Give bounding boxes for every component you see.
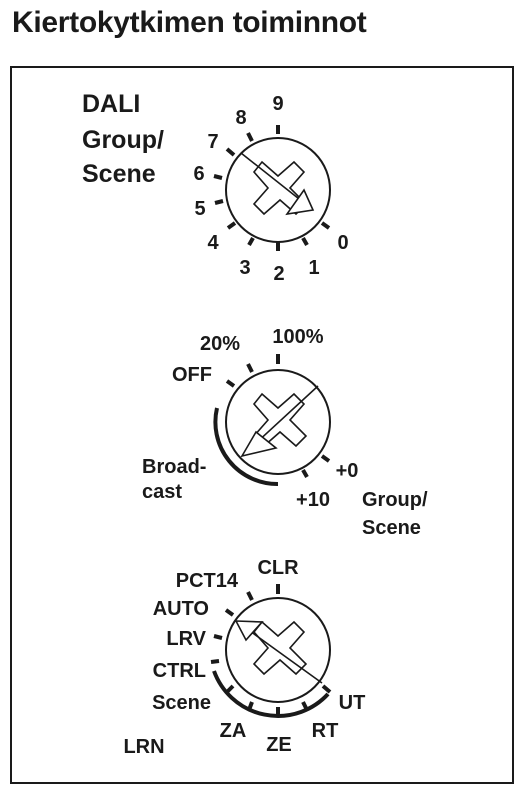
switch3-pointer bbox=[234, 620, 323, 684]
switch3-ticks bbox=[210, 584, 332, 716]
switch1-heading-line3: Scene bbox=[82, 160, 156, 188]
switch1-pointer bbox=[240, 152, 315, 216]
switch3-label-pct14: PCT14 bbox=[176, 570, 239, 592]
switch1-tick-7 bbox=[225, 147, 236, 157]
switch3-label-ut: UT bbox=[339, 692, 366, 714]
switch1-label-1: 1 bbox=[308, 257, 319, 279]
switch2-pointer bbox=[240, 385, 319, 458]
switch2-label-group-line2: Scene bbox=[362, 517, 421, 539]
switch1-label-8: 8 bbox=[235, 107, 246, 129]
switch1-label-7: 7 bbox=[207, 131, 218, 153]
switch1-tick-1 bbox=[301, 237, 309, 246]
switch2-label-20: 20% bbox=[200, 333, 240, 355]
switch1-tick-6 bbox=[213, 174, 223, 180]
switch3-label-lrv: LRV bbox=[166, 628, 206, 650]
switch1-heading-line2: Group/ bbox=[82, 126, 164, 154]
switch3-tick-pct14 bbox=[246, 591, 254, 601]
switch1-tick-8 bbox=[246, 132, 254, 142]
switch3-tick-rt bbox=[301, 701, 309, 711]
switch1-tick-4 bbox=[226, 221, 237, 230]
switch3-label-auto: AUTO bbox=[153, 598, 209, 620]
switch1-tick-3 bbox=[247, 237, 255, 246]
switch1-label-6: 6 bbox=[193, 163, 204, 185]
switch2-label-broadcast-line1: Broad- bbox=[142, 456, 206, 478]
switch1-label-4: 4 bbox=[207, 232, 219, 254]
page-title: Kiertokytkimen toiminnot bbox=[12, 6, 367, 39]
switch2-tick-off bbox=[225, 379, 236, 388]
switch3-label-clr: CLR bbox=[257, 557, 299, 579]
switch3-label-scene: Scene bbox=[152, 692, 211, 714]
switch1-label-3: 3 bbox=[239, 257, 250, 279]
switch3-tick-za bbox=[247, 701, 254, 711]
switch-diagram-panel bbox=[10, 66, 514, 784]
switch2-label-plus10: +10 bbox=[296, 489, 330, 511]
switch2-label-100: 100% bbox=[272, 326, 323, 348]
switch3-tick-auto bbox=[224, 608, 235, 617]
switch3-lrn-arc bbox=[212, 670, 330, 718]
switch3-label-za: ZA bbox=[220, 720, 247, 742]
function-switch: CLR PCT14 AUTO LRV CTRL Scene LRN ZA ZE … bbox=[123, 557, 365, 758]
switch2-tick-20 bbox=[246, 363, 254, 373]
switch2-label-plus0: +0 bbox=[336, 460, 359, 482]
switch1-ticks bbox=[213, 125, 331, 251]
switch2-label-group-line1: Group/ bbox=[362, 489, 428, 511]
switch3-tick-scene bbox=[225, 684, 235, 694]
switch1-tick-0 bbox=[320, 221, 331, 230]
switch3-label-ze: ZE bbox=[266, 734, 292, 756]
switch2-label-broadcast-line2: cast bbox=[142, 481, 182, 503]
dali-group-scene-switch: DALI Group/ Scene 9 8 7 6 5 4 3 2 1 bbox=[82, 90, 349, 285]
switch3-tick-lrv bbox=[213, 634, 223, 640]
switch1-label-0: 0 bbox=[337, 232, 348, 254]
switch3-label-ctrl: CTRL bbox=[153, 660, 206, 682]
switch2-tick-plus0 bbox=[320, 454, 331, 463]
switch1-tick-5 bbox=[214, 199, 224, 205]
switch2-label-off: OFF bbox=[172, 364, 212, 386]
switch1-label-9: 9 bbox=[272, 93, 283, 115]
switch1-label-5: 5 bbox=[194, 198, 205, 220]
switch3-label-lrn: LRN bbox=[123, 736, 164, 758]
switch3-tick-ctrl bbox=[210, 659, 220, 664]
switch1-heading-line1: DALI bbox=[82, 90, 140, 118]
switch1-label-2: 2 bbox=[273, 263, 284, 285]
switch2-broadcast-arc bbox=[213, 407, 279, 487]
switch3-label-rt: RT bbox=[312, 720, 339, 742]
switch3-tick-ut bbox=[321, 684, 332, 694]
level-switch: 100% 20% OFF Broad- cast +0 +10 Group/ S… bbox=[142, 326, 428, 539]
switch2-ticks bbox=[225, 354, 331, 478]
switch2-tick-plus10 bbox=[301, 469, 309, 478]
